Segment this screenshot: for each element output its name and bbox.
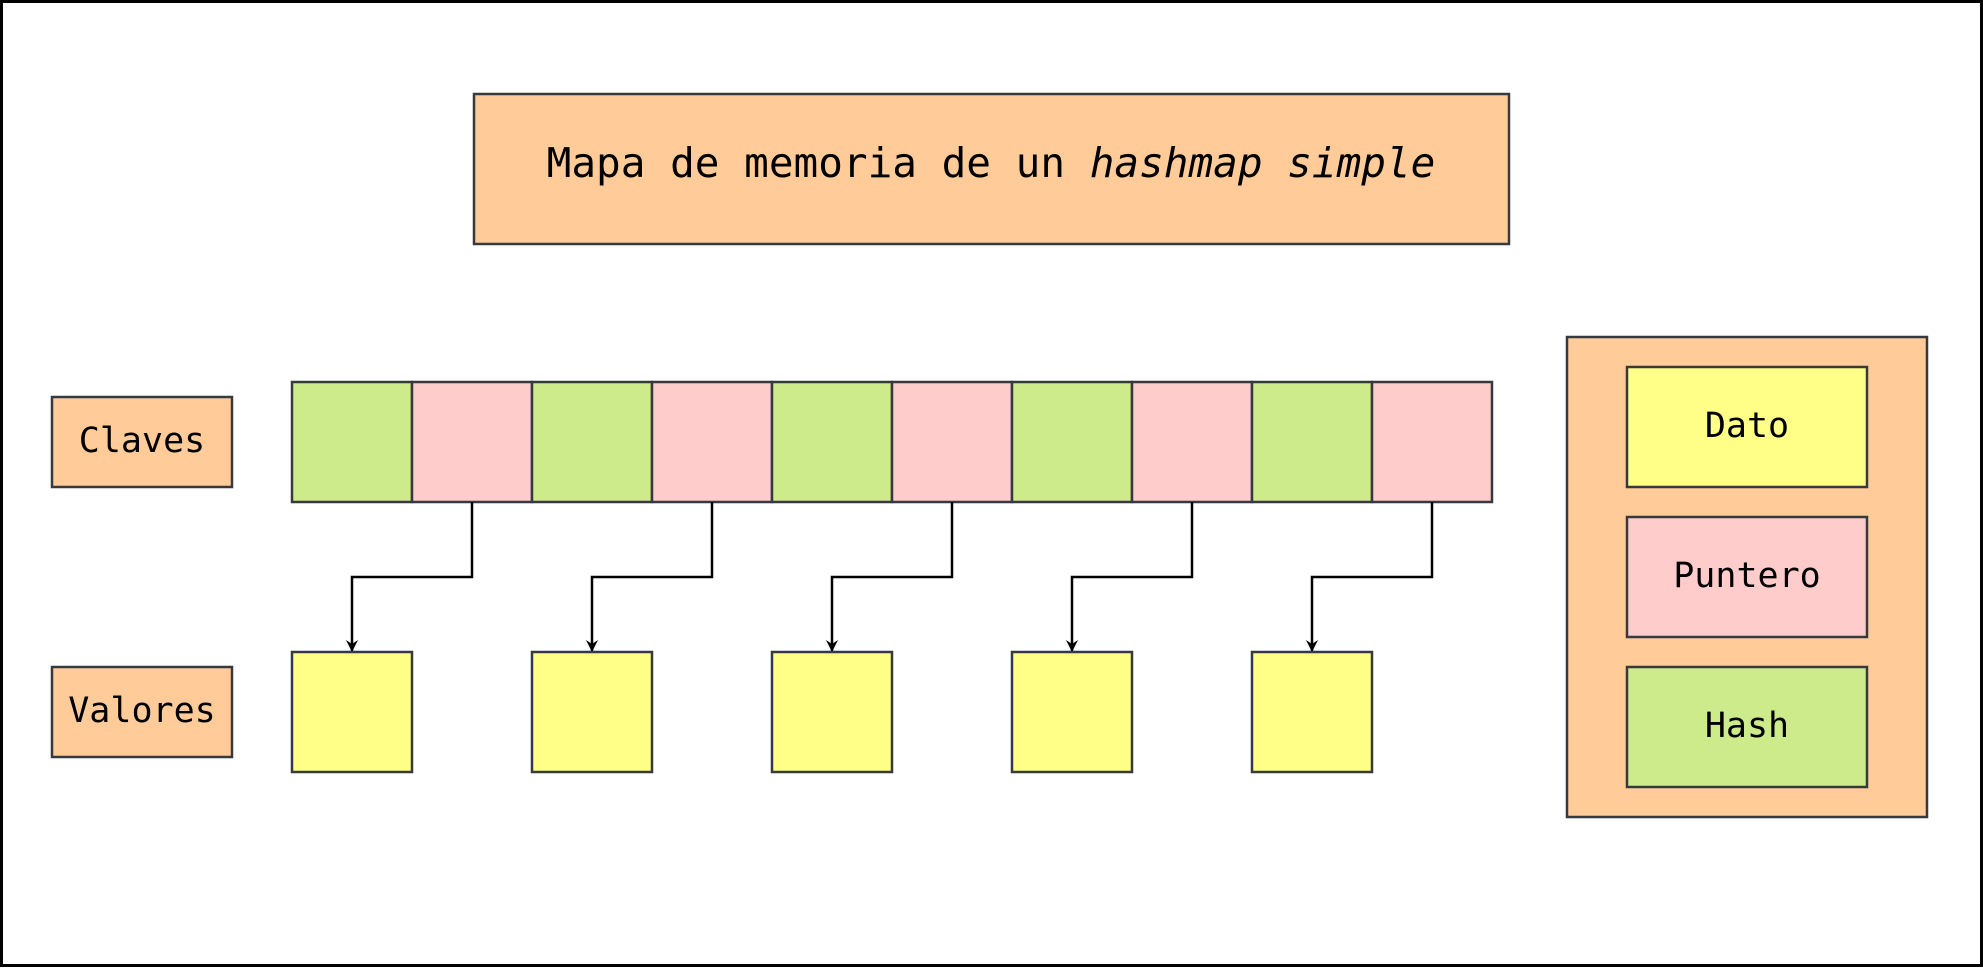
key-cell-pointer — [1130, 380, 1254, 504]
legend-item-data: Dato — [1625, 365, 1869, 489]
legend-swatch-pointer — [1625, 515, 1869, 639]
diagram-title: Mapa de memoria de un hashmap simple — [547, 139, 1436, 187]
value-cells — [290, 650, 1374, 774]
key-cell-pointer — [650, 380, 774, 504]
value-cell — [530, 650, 654, 774]
pointer-arrow — [1066, 502, 1194, 652]
pointer-arrow — [826, 502, 954, 652]
value-cell — [290, 650, 414, 774]
legend-label-pointer: Puntero — [1673, 556, 1821, 596]
pointer-arrows — [346, 502, 1434, 652]
values-row-label-text: Valores — [68, 691, 216, 731]
key-cell-pointer — [410, 380, 534, 504]
values-row-label: Valores — [50, 665, 234, 759]
keys-row-label-text: Claves — [79, 421, 205, 461]
value-cell — [1010, 650, 1134, 774]
legend-swatch-data — [1625, 365, 1869, 489]
key-cell-pointer — [1370, 380, 1494, 504]
key-cell-hash — [290, 380, 414, 504]
key-array — [290, 380, 1494, 504]
legend-label-hash: Hash — [1705, 706, 1789, 746]
value-cell — [1250, 650, 1374, 774]
title-emphasis: hashmap simple — [1090, 139, 1436, 187]
legend-item-hash: Hash — [1625, 665, 1869, 789]
legend-item-pointer: Puntero — [1625, 515, 1869, 639]
keys-row-label: Claves — [50, 395, 234, 489]
key-cell-hash — [1010, 380, 1134, 504]
pointer-arrow — [1306, 502, 1434, 652]
legend-swatch-hash — [1625, 665, 1869, 789]
key-cell-hash — [530, 380, 654, 504]
title-box-background — [472, 92, 1511, 246]
values-row-label-box — [50, 665, 234, 759]
key-cell-hash — [770, 380, 894, 504]
pointer-arrow — [346, 502, 474, 652]
legend-label-data: Dato — [1705, 406, 1789, 446]
title-box: Mapa de memoria de un hashmap simple — [472, 92, 1511, 246]
value-cell — [770, 650, 894, 774]
pointer-arrow — [586, 502, 714, 652]
key-cell-pointer — [890, 380, 1014, 504]
key-cell-hash — [1250, 380, 1374, 504]
title-plain: Mapa de memoria de un — [547, 139, 1090, 187]
keys-row-label-box — [50, 395, 234, 489]
